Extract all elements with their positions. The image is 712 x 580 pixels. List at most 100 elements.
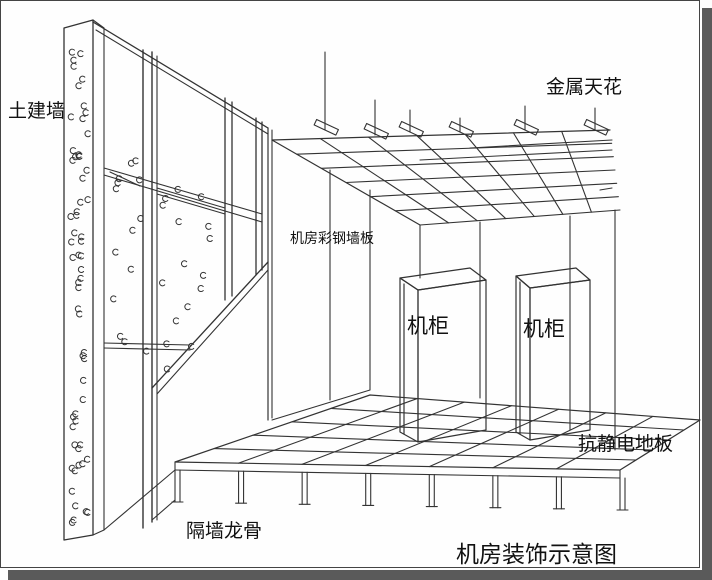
texture-mark: [72, 153, 79, 161]
texture-mark: [75, 445, 82, 453]
texture-mark: [80, 376, 87, 384]
texture-mark: [77, 266, 85, 273]
floor-grid-line: [301, 401, 465, 465]
texture-mark: [80, 349, 87, 357]
texture-mark: [77, 50, 84, 58]
texture-mark: [174, 185, 181, 193]
texture-mark: [68, 487, 75, 495]
texture-mark: [79, 115, 86, 123]
texture-mark: [79, 460, 86, 468]
texture-mark: [129, 226, 136, 234]
label-cabinet-left: 机柜: [407, 314, 449, 338]
texture-mark: [206, 234, 213, 242]
ceiling-grid-line: [370, 182, 618, 198]
texture-mark: [67, 213, 74, 220]
texture-mark: [71, 441, 78, 449]
texture-mark: [75, 278, 82, 286]
texture-mark: [84, 130, 91, 138]
concrete-wall: [63, 19, 213, 541]
texture-mark: [77, 274, 84, 282]
texture-mark: [112, 185, 120, 193]
texture-mark: [199, 271, 207, 279]
texture-mark: [70, 56, 77, 64]
ceiling-grid-line: [416, 135, 507, 220]
color-steel-wall-panels: [271, 169, 616, 451]
ceiling-hanger: [398, 120, 424, 138]
label-partition-keel: 隔墙龙骨: [186, 520, 263, 542]
texture-mark: [75, 251, 82, 259]
texture-mark: [82, 109, 89, 117]
diagram-title: 机房装饰示意图: [456, 542, 617, 568]
texture-mark: [69, 156, 76, 164]
label-steel-wall-panel: 机房彩钢墙板: [290, 231, 374, 247]
floor-grid-line: [492, 412, 607, 469]
texture-mark: [75, 151, 82, 159]
ceiling-grid-line: [296, 142, 613, 155]
texture-mark: [75, 82, 82, 90]
texture-mark: [175, 218, 182, 226]
texture-mark: [75, 152, 82, 160]
floor-grid-line: [330, 407, 685, 431]
texture-mark: [82, 508, 89, 516]
texture-mark: [80, 102, 87, 110]
texture-mark: [197, 285, 204, 293]
anti-static-floor: [171, 394, 701, 511]
texture-mark: [68, 464, 75, 472]
ceiling-grid-line: [394, 196, 619, 212]
texture-mark: [84, 455, 91, 463]
ceiling-grid-line: [319, 138, 450, 224]
floor-grid-line: [365, 405, 512, 466]
texture-mark: [69, 253, 76, 261]
texture-mark: [159, 201, 166, 209]
texture-mark: [79, 352, 86, 360]
label-anti-static-floor: 抗静电地板: [578, 433, 674, 455]
texture-mark: [70, 62, 77, 70]
texture-mark: [83, 166, 90, 174]
texture-mark: [69, 147, 76, 155]
texture-mark: [71, 229, 78, 237]
floor-grid-line: [213, 448, 637, 461]
ceiling-grid-line: [368, 136, 478, 222]
floor-grid-line: [238, 398, 418, 464]
texture-mark: [163, 365, 171, 373]
texture-mark: [70, 413, 77, 421]
partition-frame: [92, 21, 273, 531]
texture-mark: [77, 441, 84, 449]
texture-mark: [184, 303, 191, 311]
texture-mark: [67, 113, 74, 121]
frame-shadow-right: [702, 8, 712, 580]
label-civil-wall: 土建墙: [8, 100, 66, 122]
texture-mark: [68, 518, 76, 526]
texture-mark: [77, 237, 85, 245]
floor-grid-line: [428, 408, 560, 468]
texture-mark: [73, 208, 80, 216]
texture-mark: [159, 279, 166, 287]
texture-mark: [181, 260, 188, 268]
texture-mark: [79, 396, 86, 404]
texture-mark: [68, 238, 75, 246]
ceiling-hanger: [583, 118, 609, 136]
ceiling-grid-line: [320, 156, 614, 169]
texture-mark: [78, 233, 85, 241]
texture-mark: [127, 265, 134, 273]
texture-mark: [205, 222, 212, 230]
ceiling-grid-line: [561, 130, 592, 213]
texture-mark: [77, 252, 85, 260]
texture-mark: [172, 317, 180, 325]
texture-mark: [68, 48, 75, 56]
metal-ceiling: [271, 51, 621, 226]
texture-mark: [137, 215, 144, 222]
texture-mark: [121, 338, 128, 346]
wall-texture: [67, 48, 213, 526]
texture-mark: [117, 332, 124, 340]
texture-mark: [162, 194, 169, 202]
cabinet-right: [515, 267, 591, 441]
texture-mark: [136, 176, 143, 184]
texture-mark: [72, 410, 79, 418]
floor-grid-line: [555, 415, 654, 470]
floor-grid-line: [252, 434, 653, 451]
ceiling-grid-line: [345, 169, 616, 184]
texture-mark: [79, 174, 86, 182]
